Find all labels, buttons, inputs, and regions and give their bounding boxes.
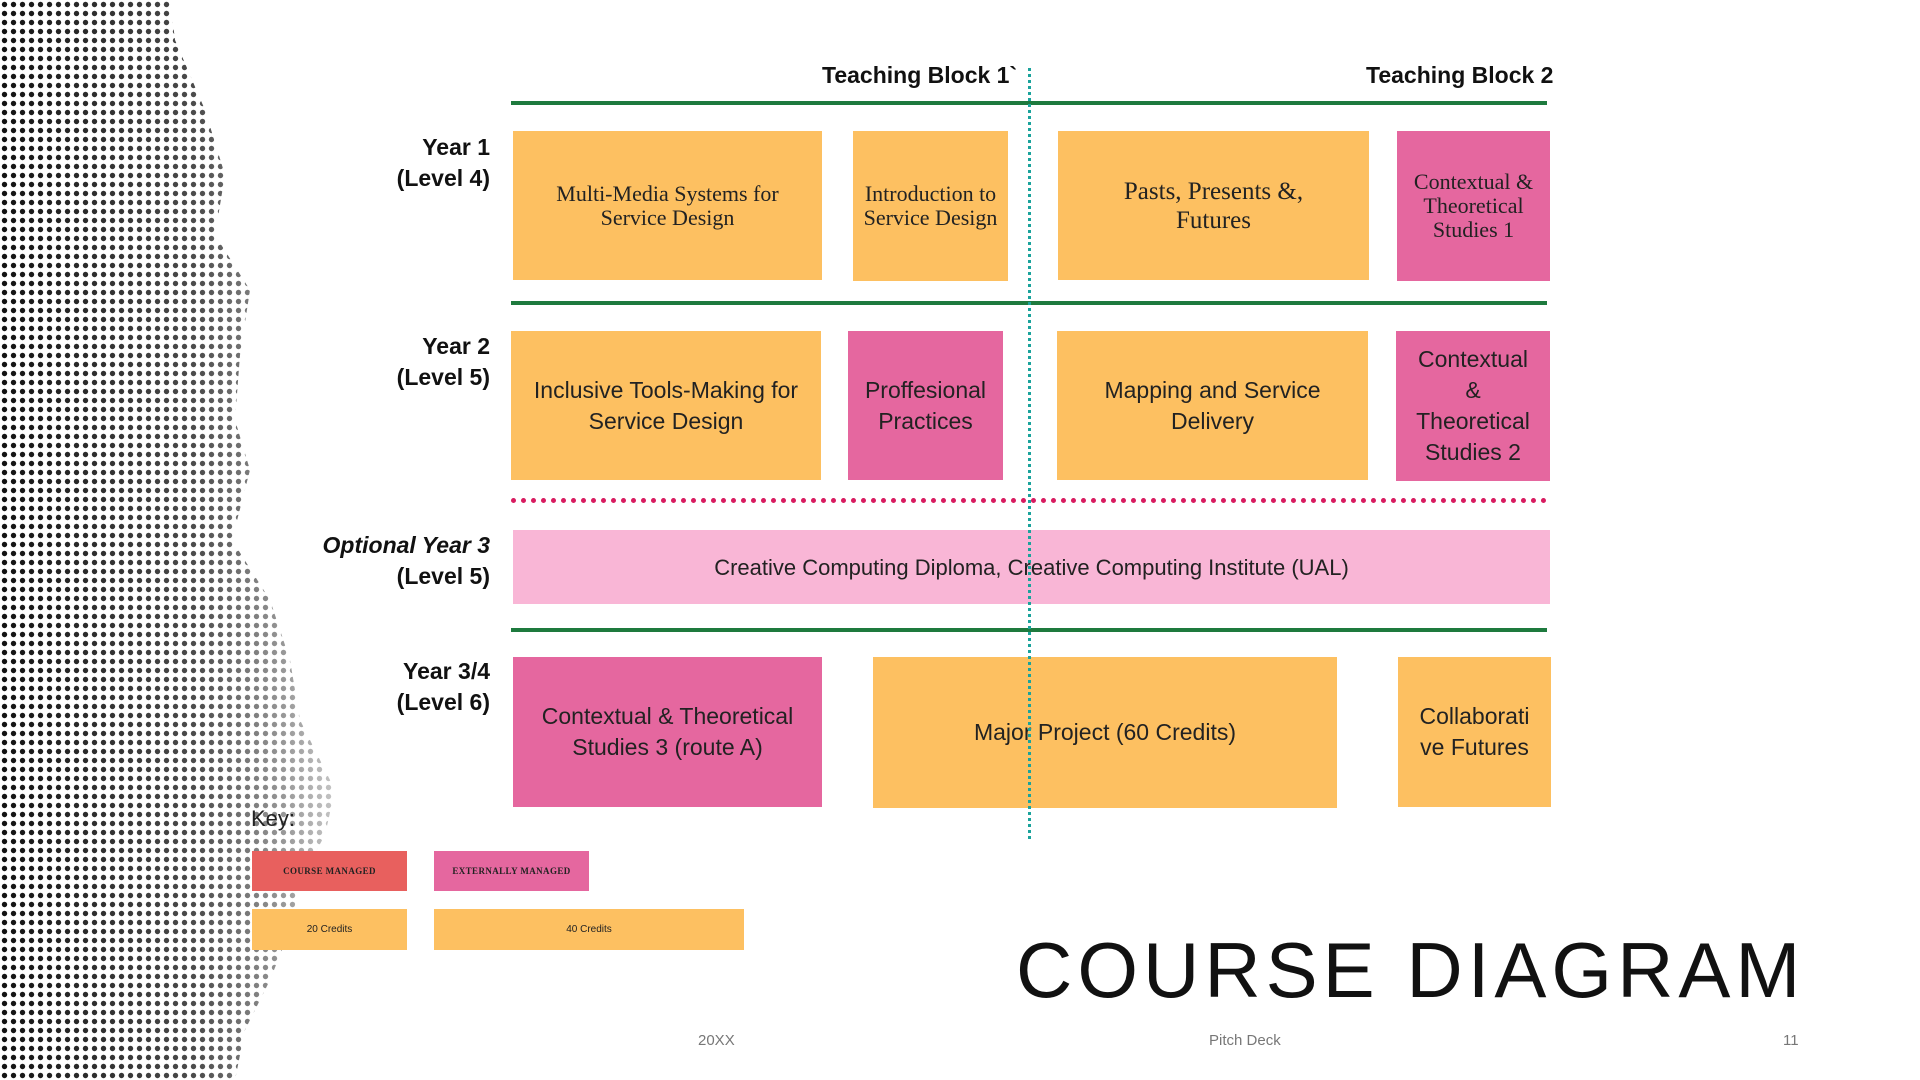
module-creative-computing-diploma: Creative Computing Diploma, Creative Com…	[513, 530, 1550, 604]
key-course-managed: COURSE MANAGED	[252, 851, 407, 891]
teaching-block-1-header: Teaching Block 1`	[822, 62, 1018, 88]
row-label-year34: Year 3/4(Level 6)	[396, 658, 490, 715]
footer-page-number: 11	[1783, 1032, 1799, 1049]
footer-year: 20XX	[698, 1032, 735, 1049]
module-contextual-theoretical-3: Contextual & Theoretical Studies 3 (rout…	[513, 657, 822, 807]
key-20-credits: 20 Credits	[252, 909, 407, 950]
module-multimedia-systems: Multi-Media Systems for Service Design	[513, 131, 822, 280]
halftone-texture	[0, 0, 335, 1080]
module-mapping-service-delivery: Mapping and Service Delivery	[1057, 331, 1368, 480]
row-label-year2: Year 2(Level 5)	[396, 333, 490, 390]
footer-deck-name: Pitch Deck	[1209, 1032, 1281, 1049]
module-introduction-service-design: Introduction to Service Design	[853, 131, 1008, 281]
teaching-block-2-header: Teaching Block 2	[1366, 62, 1554, 88]
key-title: Key:	[251, 806, 296, 831]
row-label-optional-year3: Optional Year 3(Level 5)	[322, 532, 490, 589]
module-contextual-theoretical-2: Contextual & Theoretical Studies 2	[1396, 331, 1550, 481]
module-collaborative-futures: Collaborative Futures	[1398, 657, 1551, 807]
key-externally-managed: EXTERNALLY MANAGED	[434, 851, 589, 891]
slide-title: COURSE DIAGRAM	[1016, 926, 1806, 1014]
module-professional-practices: Proffesional Practices	[848, 331, 1003, 480]
module-pasts-presents-futures: Pasts, Presents &, Futures	[1058, 131, 1369, 280]
module-inclusive-tools-making: Inclusive Tools-Making for Service Desig…	[511, 331, 821, 480]
teaching-block-divider	[1028, 68, 1031, 839]
key-40-credits: 40 Credits	[434, 909, 744, 950]
row-label-year1: Year 1(Level 4)	[396, 134, 490, 191]
module-contextual-theoretical-1: Contextual & Theoretical Studies 1	[1397, 131, 1550, 281]
module-major-project: Major Project (60 Credits)	[873, 657, 1337, 808]
